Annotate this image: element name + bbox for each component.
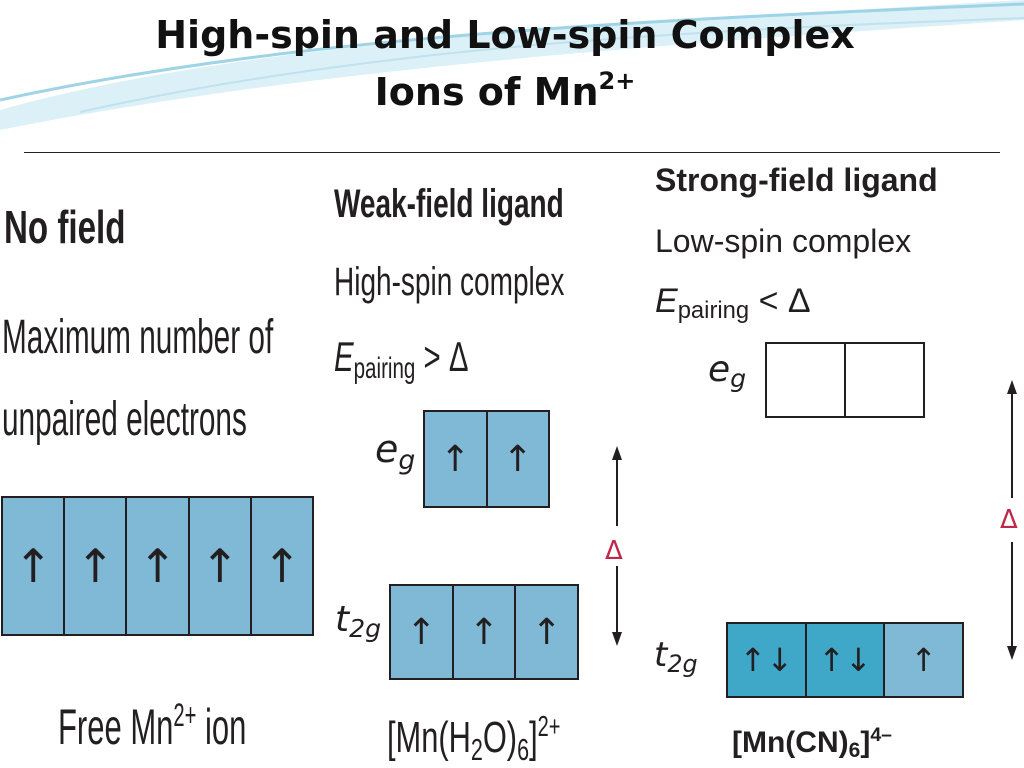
free-ion-label: Free Mn2+ ion [58,697,247,755]
weak-t2g-label: t2g [335,599,382,644]
orbital-box: ↑ [451,586,515,678]
strong-eg-orbital-row [765,342,925,418]
orbital-box: ↑ [249,498,312,634]
strong-field-heading: Strong-field ligand [655,162,938,198]
title-line-1: High-spin and Low-spin Complex [155,13,855,57]
strong-field-condition: Epairing < Δ [655,282,811,324]
weak-delta-arrow [612,446,622,646]
strong-t2g-label: t2g [654,635,698,678]
title-line-2: Ions of Mn2+ [374,67,636,114]
free-ion-orbital-row: ↑ ↑ ↑ ↑ ↑ [1,496,314,636]
orbital-box: ↑ [514,586,577,678]
no-field-desc-line-1: Maximum number of [2,311,274,364]
orbital-box: ↑ [13,539,53,593]
weak-eg-label: eg [375,427,416,476]
orbital-box: ↑ [883,624,963,696]
weak-eg-orbital-row: ↑ ↑ [423,410,550,508]
title-charge: 2+ [598,67,636,95]
strong-delta-symbol: Δ [1000,505,1018,535]
title-divider [24,152,1000,153]
weak-field-condition: Epairing > Δ [334,333,469,386]
strong-complex-formula: [Mn(CN)6]4– [732,724,893,763]
orbital-box: ↑ [406,611,437,653]
weak-delta-symbol: Δ [605,536,623,566]
orbital-box: ↑↓ [804,624,884,696]
orbital-box: ↑↓ [728,624,805,696]
orbital-box: ↑ [187,498,250,634]
weak-t2g-orbital-row: ↑ ↑ ↑ [389,584,579,680]
strong-eg-label: eg [708,349,747,394]
weak-complex-formula: [Mn(H2O)6]2+ [387,711,561,767]
weak-field-subheading: High-spin complex [334,260,565,304]
orbital-box: ↑ [485,412,549,506]
no-field-desc-line-2: unpaired electrons [2,393,247,446]
strong-field-subheading: Low-spin complex [655,223,912,259]
orbital-box [844,344,923,416]
no-field-heading: No field [4,201,126,253]
slide-title: High-spin and Low-spin Complex Ions of M… [0,12,1010,115]
strong-delta-arrow [1007,380,1017,660]
orbital-box: ↑ [63,498,125,634]
strong-t2g-orbital-row: ↑↓ ↑↓ ↑ [726,622,964,698]
header-swoosh [0,0,1024,130]
orbital-box: ↑ [125,498,187,634]
weak-field-heading: Weak-field ligand [334,182,564,226]
orbital-box [767,344,844,416]
orbital-box: ↑ [440,438,471,480]
